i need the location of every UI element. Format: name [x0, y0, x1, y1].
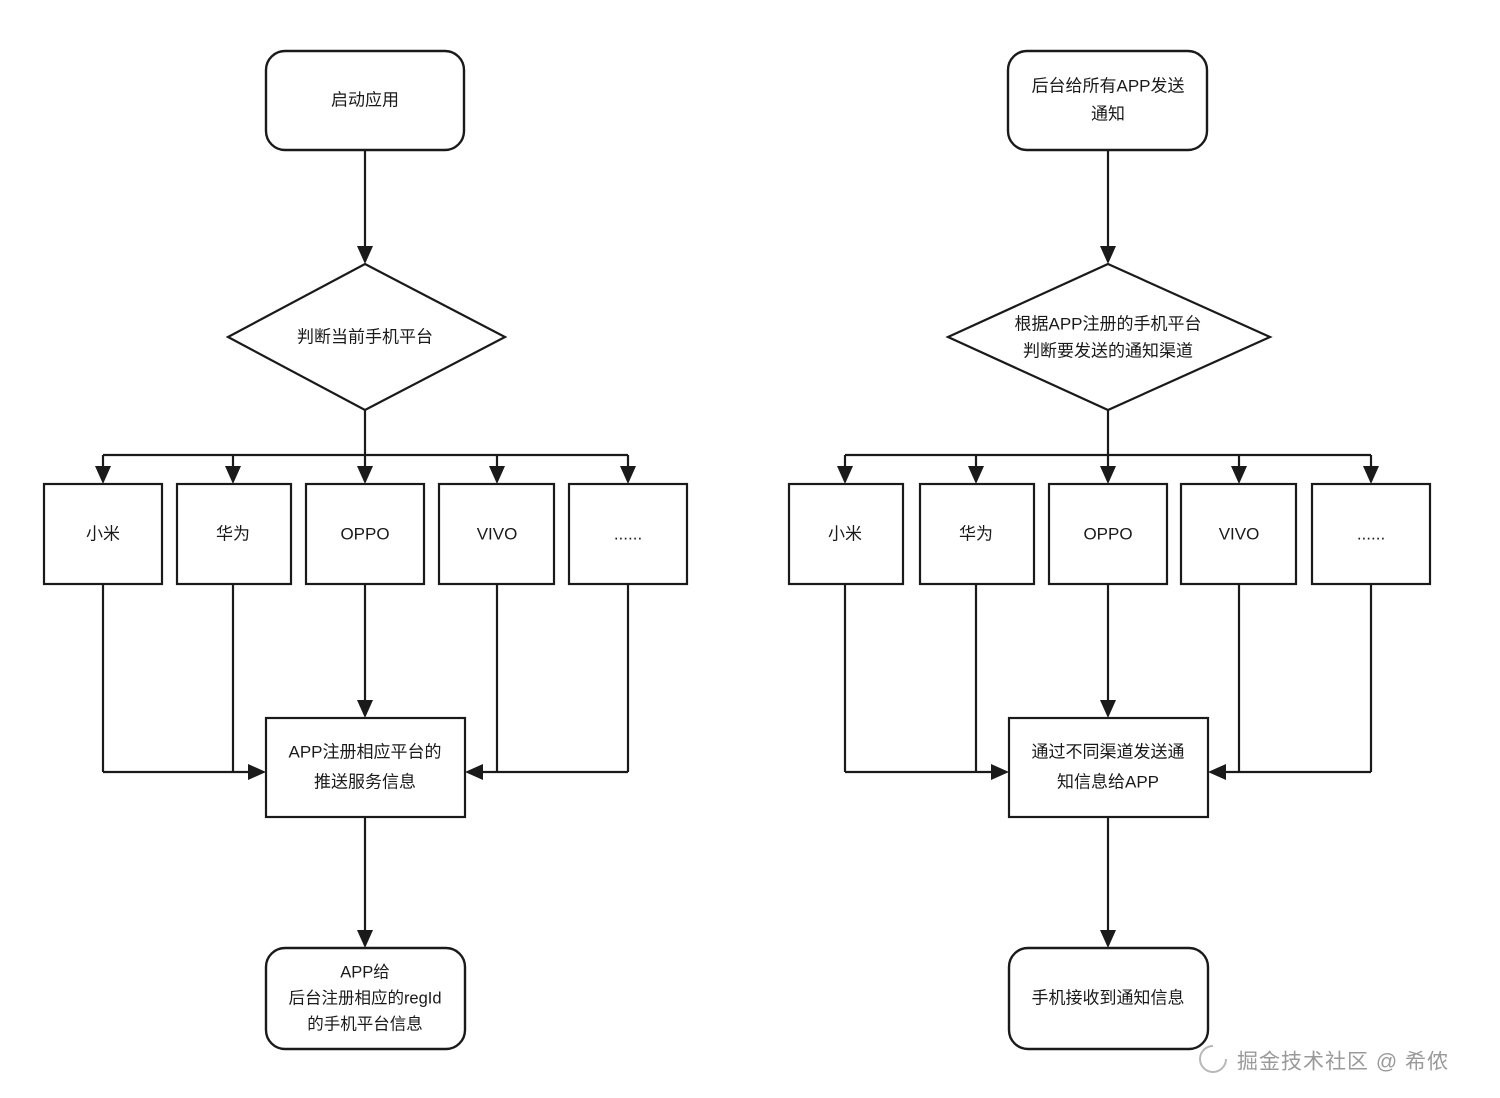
- left-branch-box-4[interactable]: ......: [567, 482, 689, 586]
- right-start-shape: [1006, 49, 1209, 152]
- right-decision-shape: [945, 262, 1273, 412]
- left-end-label-line-1: 后台注册相应的regId: [288, 988, 441, 1007]
- right-merge-label-line-0: 通过不同渠道发送通: [1032, 742, 1185, 761]
- left-connector-start-decision: [357, 150, 373, 264]
- left-branch-label-4: ......: [614, 524, 642, 543]
- arrow-head-icon: [837, 466, 853, 484]
- watermark-logo-icon: [1199, 1045, 1227, 1073]
- arrow-head-icon: [357, 466, 373, 484]
- arrow-head-icon: [1208, 764, 1226, 780]
- right-branch-label-4: ......: [1357, 524, 1385, 543]
- left-branch-box-3[interactable]: VIVO: [437, 482, 556, 586]
- watermark-label: 掘金技术社区 @ 希侬: [1237, 1051, 1449, 1074]
- left-merge-node[interactable]: APP注册相应平台的 推送服务信息: [264, 716, 467, 819]
- left-branch-bus: [95, 410, 636, 484]
- right-end-node[interactable]: 手机接收到通知信息: [1007, 946, 1210, 1051]
- right-branch-shape-0: [787, 482, 905, 586]
- arrow-head-icon: [248, 764, 266, 780]
- right-start-label-line-1: 通知: [1091, 104, 1125, 123]
- right-merge-label-line-1: 知信息给APP: [1057, 772, 1159, 791]
- left-decision-node[interactable]: 判断当前手机平台: [225, 262, 508, 412]
- left-decision-label: 判断当前手机平台: [297, 327, 433, 346]
- arrow-head-icon: [968, 466, 984, 484]
- left-end-label-line-2: 的手机平台信息: [307, 1014, 423, 1033]
- left-branch-label-0: 小米: [86, 524, 120, 543]
- left-merge-connectors: [101, 584, 630, 780]
- right-branch-shape-3: [1179, 482, 1298, 586]
- left-end-shape: [264, 946, 467, 1051]
- right-merge-connectors: [843, 584, 1373, 780]
- left-branch-label-2: OPPO: [340, 524, 389, 543]
- arrow-head-icon: [225, 466, 241, 484]
- right-branch-label-0: 小米: [828, 524, 862, 543]
- arrow-head-icon: [1100, 466, 1116, 484]
- right-branch-box-2[interactable]: OPPO: [1047, 482, 1169, 586]
- right-branch-shape-4: [1310, 482, 1432, 586]
- left-end-label-line-0: APP给: [340, 962, 390, 981]
- arrow-head-icon: [1363, 466, 1379, 484]
- arrow-head-icon: [620, 466, 636, 484]
- right-branch-box-3[interactable]: VIVO: [1179, 482, 1298, 586]
- left-end-node[interactable]: APP给 后台注册相应的regId 的手机平台信息: [264, 946, 467, 1051]
- arrow-head-icon: [489, 466, 505, 484]
- arrow-head-icon: [1100, 700, 1116, 718]
- right-branch-box-1[interactable]: 华为: [918, 482, 1036, 586]
- left-branch-label-1: 华为: [216, 524, 250, 543]
- right-merge-node[interactable]: 通过不同渠道发送通 知信息给APP: [1007, 716, 1210, 819]
- left-start-label: 启动应用: [331, 90, 399, 109]
- right-branch-box-0[interactable]: 小米: [787, 482, 905, 586]
- right-flow-group: 后台给所有APP发送 通知 根据APP注册的手机平台 判断要发送的通知渠道: [787, 49, 1432, 1051]
- left-branch-shape-0: [42, 482, 164, 586]
- right-merge-shape: [1007, 716, 1210, 819]
- watermark: 掘金技术社区 @ 希侬: [1199, 1045, 1449, 1074]
- left-branch-shape-2: [304, 482, 426, 586]
- right-decision-label-line-0: 根据APP注册的手机平台: [1014, 314, 1201, 333]
- left-branch-label-3: VIVO: [477, 524, 518, 543]
- arrow-head-icon: [1100, 930, 1116, 948]
- arrow-head-icon: [991, 764, 1009, 780]
- right-branch-label-1: 华为: [959, 524, 993, 543]
- left-merge-label-line-1: 推送服务信息: [314, 772, 416, 791]
- left-branch-box-0[interactable]: 小米: [42, 482, 164, 586]
- left-merge-shape: [264, 716, 467, 819]
- right-end-shape: [1007, 946, 1210, 1051]
- arrow-head-icon: [465, 764, 483, 780]
- right-start-label-line-0: 后台给所有APP发送: [1031, 76, 1184, 95]
- right-decision-label-line-1: 判断要发送的通知渠道: [1023, 341, 1193, 360]
- right-branch-box-4[interactable]: ......: [1310, 482, 1432, 586]
- right-branch-bus: [837, 410, 1379, 484]
- right-end-label-line-0: 手机接收到通知信息: [1032, 988, 1185, 1007]
- left-branch-shape-4: [567, 482, 689, 586]
- right-branch-label-3: VIVO: [1219, 524, 1260, 543]
- right-connector-merge-end: [1100, 817, 1116, 948]
- arrow-head-icon: [1231, 466, 1247, 484]
- arrow-head-icon: [357, 246, 373, 264]
- right-decision-node[interactable]: 根据APP注册的手机平台 判断要发送的通知渠道: [945, 262, 1273, 412]
- left-flow-group: 启动应用 判断当前手机平台: [42, 49, 689, 1051]
- left-merge-label-line-0: APP注册相应平台的: [288, 742, 441, 761]
- left-branch-box-1[interactable]: 华为: [175, 482, 293, 586]
- right-branch-shape-2: [1047, 482, 1169, 586]
- left-start-node[interactable]: 启动应用: [264, 49, 466, 152]
- right-connector-start-decision: [1100, 150, 1116, 264]
- left-connector-merge-end: [357, 817, 373, 948]
- arrow-head-icon: [1100, 246, 1116, 264]
- right-branch-label-2: OPPO: [1083, 524, 1132, 543]
- arrow-head-icon: [357, 930, 373, 948]
- arrow-head-icon: [95, 466, 111, 484]
- right-branch-shape-1: [918, 482, 1036, 586]
- right-start-node[interactable]: 后台给所有APP发送 通知: [1006, 49, 1209, 152]
- left-branch-box-2[interactable]: OPPO: [304, 482, 426, 586]
- arrow-head-icon: [357, 700, 373, 718]
